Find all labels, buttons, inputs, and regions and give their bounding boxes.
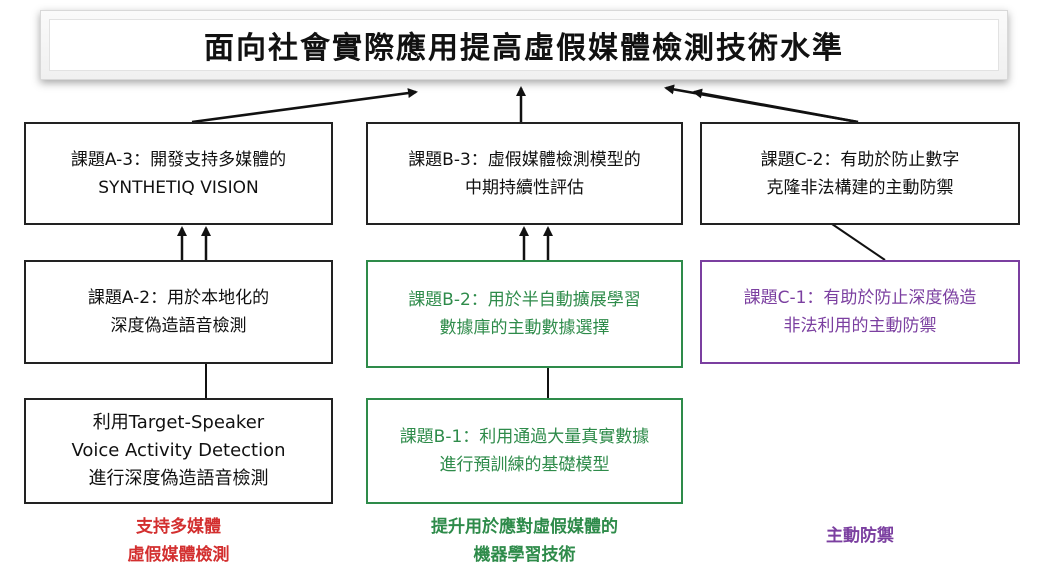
box-a3-line2: SYNTHETIQ VISION: [98, 177, 259, 198]
box-topic-a1: 利用Target-Speaker Voice Activity Detectio…: [24, 398, 333, 504]
box-c1-line1: 課題C-1：有助於防止深度偽造: [743, 288, 977, 308]
group-label-b: 提升用於應對虛假媒體的 機器學習技術: [366, 513, 683, 569]
box-topic-a2: 課題A-2：用於本地化的 深度偽造語音檢測: [24, 260, 333, 364]
line-c1-to-c2: [831, 223, 886, 261]
group-b-line1: 提升用於應對虛假媒體的: [431, 517, 618, 537]
box-a1-line1: 利用Target-Speaker: [92, 412, 265, 433]
box-b2-line2: 數據庫的主動數據選擇: [439, 318, 610, 338]
box-a2-line2: 深度偽造語音檢測: [110, 316, 247, 336]
page-title: 面向社會實際應用提高虛假媒體檢測技術水準: [204, 31, 844, 66]
arrow-c2-to-title-2: [692, 88, 859, 124]
group-b-line2: 機器學習技術: [473, 545, 576, 565]
box-a3-line1: 課題A-3：開發支持多媒體的: [70, 149, 287, 170]
box-c2-line1: 課題C-2：有助於防止數字: [760, 149, 960, 170]
arrow-a3-to-title: [191, 88, 418, 124]
title-banner-inner: [49, 19, 999, 71]
group-c-line1: 主動防禦: [826, 526, 894, 546]
box-b1-line2: 進行預訓練的基礎模型: [439, 455, 610, 475]
group-a-line1: 支持多媒體: [136, 517, 221, 537]
box-topic-b1: 課題B-1：利用通過大量真實數據 進行預訓練的基礎模型: [366, 398, 683, 504]
box-b3-line2: 中期持續性評估: [465, 177, 584, 198]
group-label-a: 支持多媒體 虛假媒體檢測: [24, 513, 333, 569]
arrow-c2-to-title: [664, 84, 859, 124]
group-a-line2: 虛假媒體檢測: [127, 545, 230, 565]
title-banner: 面向社會實際應用提高虛假媒體檢測技術水準: [40, 10, 1008, 80]
box-c2-line2: 克隆非法構建的主動防禦: [766, 177, 954, 198]
box-a2-line1: 課題A-2：用於本地化的: [87, 288, 270, 308]
box-b2-line1: 課題B-2：用於半自動擴展學習: [408, 290, 641, 310]
box-topic-c2: 課題C-2：有助於防止數字 克隆非法構建的主動防禦: [700, 122, 1020, 225]
box-b1-line1: 課題B-1：利用通過大量真實數據: [399, 427, 650, 447]
box-topic-b3: 課題B-3：虛假媒體檢測模型的 中期持續性評估: [366, 122, 683, 225]
box-topic-a3: 課題A-3：開發支持多媒體的 SYNTHETIQ VISION: [24, 122, 333, 225]
box-topic-b2: 課題B-2：用於半自動擴展學習 數據庫的主動數據選擇: [366, 260, 683, 368]
box-a1-line3: 進行深度偽造語音檢測: [88, 468, 269, 489]
box-b3-line1: 課題B-3：虛假媒體檢測模型的: [408, 149, 641, 170]
box-topic-c1: 課題C-1：有助於防止深度偽造 非法利用的主動防禦: [700, 260, 1020, 364]
box-c1-line2: 非法利用的主動防禦: [783, 316, 937, 336]
group-label-c: 主動防禦: [700, 522, 1020, 550]
box-a1-line2: Voice Activity Detection: [71, 440, 286, 461]
